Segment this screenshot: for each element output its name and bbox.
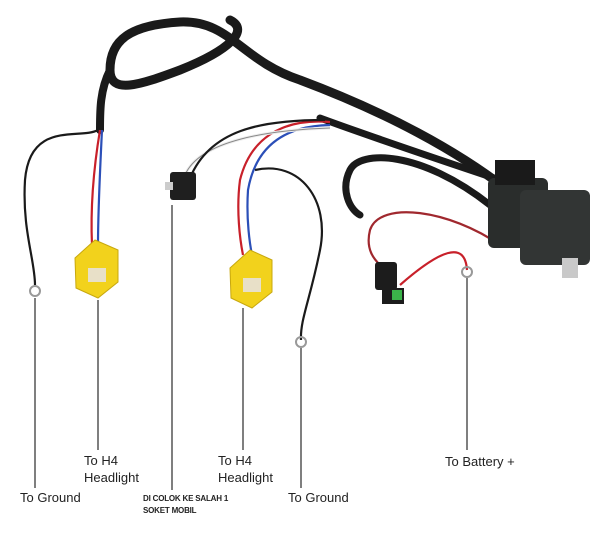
wires	[23, 118, 501, 341]
label-to-h4-headlight-right: To H4 Headlight	[218, 452, 273, 486]
label-socket-note: DI COLOK KE SALAH 1 SOKET MOBIL	[143, 493, 228, 517]
label-line: SOKET MOBIL	[143, 506, 197, 515]
ring-terminals	[29, 266, 473, 348]
relay-left	[488, 160, 590, 278]
yellow-socket-left	[74, 239, 119, 299]
label-line: Headlight	[84, 470, 139, 485]
label-to-ground-left: To Ground	[20, 490, 81, 505]
label-line: To H4	[84, 453, 118, 468]
label-line: DI COLOK KE SALAH 1	[143, 494, 229, 503]
fuse-holder	[375, 262, 404, 304]
h4-plug	[165, 172, 196, 200]
leader-lines	[34, 205, 468, 490]
label-to-battery: To Battery +	[445, 454, 515, 469]
label-to-ground-right: To Ground	[288, 490, 349, 505]
label-line: Headlight	[218, 470, 273, 485]
label-to-h4-headlight-left: To H4 Headlight	[84, 452, 139, 486]
label-line: To H4	[218, 453, 252, 468]
main-harness	[96, 15, 525, 219]
yellow-socket-right	[229, 249, 273, 309]
